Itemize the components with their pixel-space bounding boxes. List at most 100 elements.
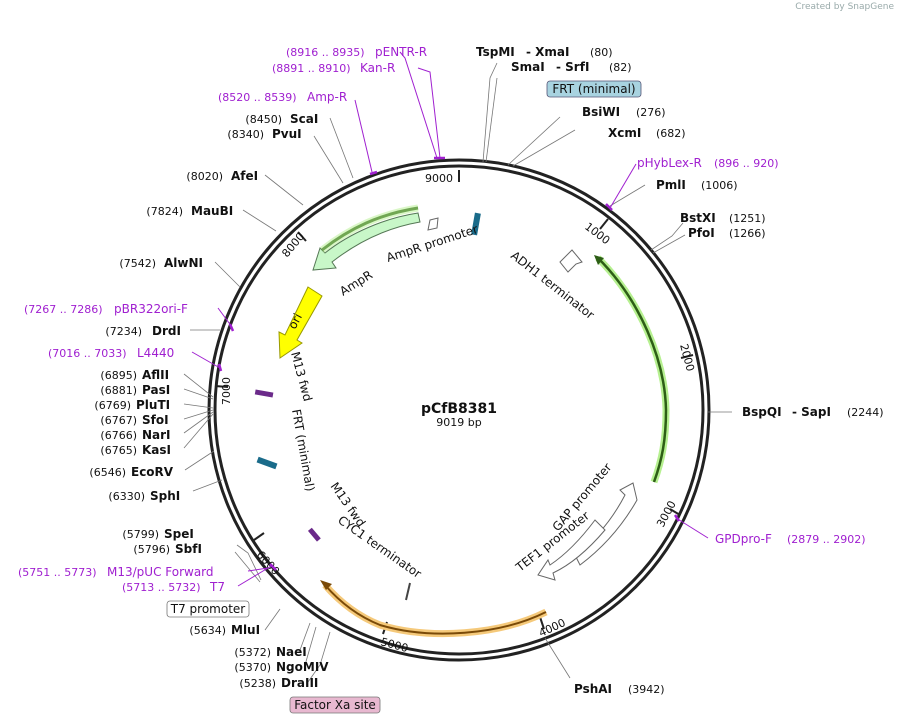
enzyme-bstxi[interactable]: BstXI	[680, 211, 716, 225]
enzyme-bsiwi[interactable]: BsiWI	[582, 105, 620, 119]
enzyme-pmli[interactable]: PmlI	[656, 178, 686, 192]
primer-pos-kan: (8891 .. 8910)	[272, 62, 351, 75]
t7-promoter-box[interactable]	[166, 600, 250, 618]
pos-xmai: (80)	[590, 46, 613, 59]
primer-pos-phyblex: (896 .. 920)	[714, 157, 779, 170]
enzyme-pfoi[interactable]: PfoI	[688, 226, 715, 240]
enzyme-srfi[interactable]: - SrfI	[556, 60, 589, 74]
enzyme-aflii[interactable]: AflII	[142, 368, 169, 382]
ampr-feature[interactable]	[312, 212, 421, 271]
pos-draiii: (5238)	[239, 677, 276, 690]
cyc1-marker	[405, 582, 411, 601]
label-ampr: AmpR	[337, 268, 375, 299]
pos-pvui: (8340)	[227, 128, 264, 141]
pos-mlui: (5634)	[189, 624, 226, 637]
frt-markers	[254, 212, 481, 542]
pos-maubi: (7824)	[146, 205, 183, 218]
adh1-terminator-feature[interactable]	[559, 249, 583, 273]
enzyme-pvui[interactable]: PvuI	[272, 127, 302, 141]
primer-kan[interactable]: Kan-R	[360, 61, 395, 75]
tick-8000: 8000	[279, 230, 307, 260]
pos-pmli: (1006)	[701, 179, 738, 192]
backbone-inner	[213, 164, 705, 656]
label-cyc1: CYC1 terminator	[335, 513, 424, 581]
enzyme-sapi[interactable]: - SapI	[792, 405, 831, 419]
pos-drdi: (7234)	[105, 325, 142, 338]
enzyme-naei[interactable]: NaeI	[276, 645, 307, 659]
enzyme-tspmi[interactable]: TspMI	[476, 45, 515, 59]
factor-xa-label: Factor Xa site	[294, 698, 376, 712]
plasmid-name: pCfB8381	[421, 401, 497, 417]
primer-m13puc[interactable]: M13/pUC Forward	[107, 565, 214, 579]
tef1-promoter-feature[interactable]	[537, 519, 606, 581]
pos-scai: (8450)	[245, 113, 282, 126]
primer-bars	[217, 156, 681, 571]
backbone-outer	[207, 158, 711, 662]
enzyme-kasi[interactable]: KasI	[142, 443, 171, 457]
enzyme-afei[interactable]: AfeI	[231, 169, 258, 183]
primer-pos-t7: (5713 .. 5732)	[122, 581, 201, 594]
pos-pfoi: (1266)	[729, 227, 766, 240]
enzyme-xcmi[interactable]: XcmI	[608, 126, 641, 140]
primer-gpdpro[interactable]: GPDpro-F	[715, 532, 772, 546]
pos-alwni: (7542)	[119, 257, 156, 270]
pos-pasi: (6881)	[100, 384, 137, 397]
enzyme-pshai[interactable]: PshAI	[574, 682, 612, 696]
enzyme-ecorv[interactable]: EcoRV	[131, 465, 174, 479]
enzyme-drdi[interactable]: DrdI	[152, 324, 181, 338]
enzyme-sfoi[interactable]: SfoI	[142, 413, 169, 427]
primer-t7[interactable]: T7	[209, 580, 225, 594]
frt-top-box[interactable]	[546, 80, 642, 98]
enzyme-draiii[interactable]: DraIII	[281, 676, 318, 690]
enzyme-sbfi[interactable]: SbfI	[175, 542, 202, 556]
right-orf-feature[interactable]	[595, 255, 670, 484]
bottom-orf-feature[interactable]	[322, 582, 548, 638]
pos-afei: (8020)	[186, 170, 223, 183]
pos-nari: (6766)	[100, 429, 137, 442]
enzyme-pasi[interactable]: PasI	[142, 383, 170, 397]
enzyme-leaders	[183, 62, 732, 683]
pos-ngomiv: (5370)	[234, 661, 271, 674]
primer-pos-pbr322: (7267 .. 7286)	[24, 303, 103, 316]
enzyme-ngomiv[interactable]: NgoMIV	[276, 660, 329, 674]
enzyme-mlui[interactable]: MluI	[231, 623, 260, 637]
enzyme-sphi[interactable]: SphI	[150, 489, 180, 503]
primer-pentr[interactable]: pENTR-R	[375, 45, 427, 59]
enzyme-maubi[interactable]: MauBI	[191, 204, 233, 218]
enzyme-pluti[interactable]: PluTI	[136, 398, 170, 412]
enzyme-spei[interactable]: SpeI	[164, 527, 194, 541]
ampr-promoter-feature[interactable]	[427, 217, 439, 231]
primer-pos-pentr: (8916 .. 8935)	[286, 46, 365, 59]
enzyme-scai[interactable]: ScaI	[290, 112, 318, 126]
pos-naei: (5372)	[234, 646, 271, 659]
enzyme-smai[interactable]: SmaI	[511, 60, 545, 74]
pos-pshai: (3942)	[628, 683, 665, 696]
tick-9000: 9000	[425, 172, 453, 185]
primer-phyblex[interactable]: pHybLex-R	[637, 156, 702, 170]
pos-sapi: (2244)	[847, 406, 884, 419]
enzyme-alwni[interactable]: AlwNI	[164, 256, 203, 270]
pos-ecorv: (6546)	[89, 466, 126, 479]
tick-7000: 7000	[220, 377, 233, 405]
pos-srfi: (82)	[609, 61, 632, 74]
ori-feature[interactable]	[278, 286, 323, 359]
snapgene-credit: Created by SnapGene	[795, 2, 894, 12]
pos-xcmi: (682)	[656, 127, 686, 140]
enzyme-bspqi[interactable]: BspQI	[742, 405, 782, 419]
primer-pbr322[interactable]: pBR322ori-F	[114, 302, 188, 316]
pos-sfoi: (6767)	[100, 414, 137, 427]
enzyme-xmai[interactable]: - XmaI	[526, 45, 569, 59]
t7-promoter-label: T7 promoter	[170, 602, 246, 616]
pos-pluti: (6769)	[94, 399, 131, 412]
primer-amp[interactable]: Amp-R	[307, 90, 347, 104]
primer-l4440[interactable]: L4440	[137, 346, 174, 360]
pos-spei: (5799)	[122, 528, 159, 541]
label-frt-inner: FRT (minimal)	[289, 408, 317, 492]
pos-sbfi: (5796)	[133, 543, 170, 556]
tick-1000: 1000	[582, 220, 612, 247]
enzyme-nari[interactable]: NarI	[142, 428, 171, 442]
plasmid-length: 9019 bp	[436, 416, 481, 429]
primer-leaders	[191, 51, 709, 587]
factor-xa-box[interactable]	[289, 696, 381, 714]
